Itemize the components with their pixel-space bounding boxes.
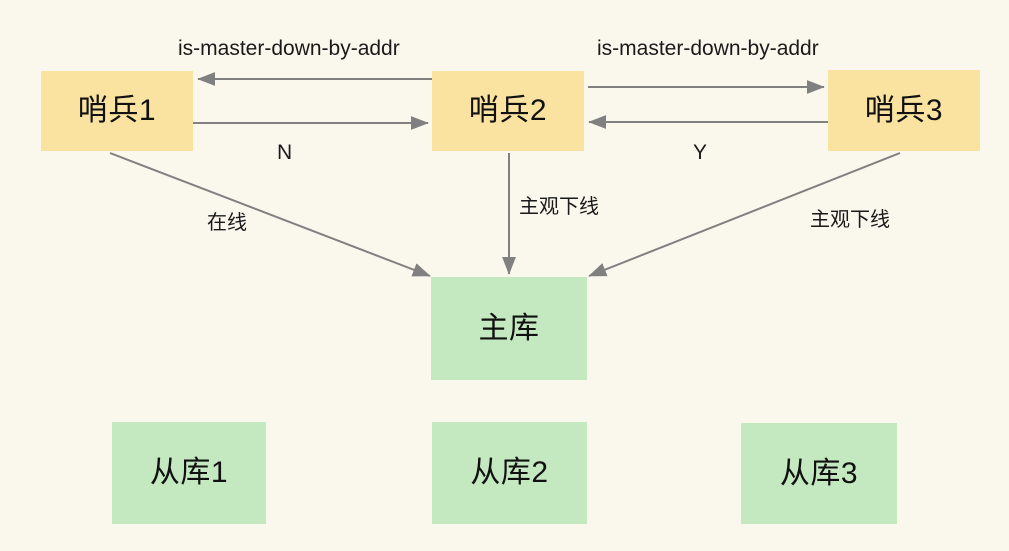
edge-label-subjective-down-right: 主观下线 bbox=[810, 209, 890, 231]
edge-label-online: 在线 bbox=[207, 212, 247, 234]
edge-label-vote-n: N bbox=[277, 141, 293, 164]
edge-label-subjective-down-center: 主观下线 bbox=[519, 196, 599, 218]
node-label-sentinel-3: 哨兵3 bbox=[864, 93, 944, 127]
edge-s1-to-master bbox=[109, 152, 431, 277]
node-slave-database-3[interactable]: 从库3 bbox=[741, 423, 897, 524]
node-sentinel-3[interactable]: 哨兵3 bbox=[828, 70, 980, 151]
node-sentinel-2[interactable]: 哨兵2 bbox=[432, 71, 584, 151]
edge-label-vote-y: Y bbox=[693, 141, 708, 164]
node-master-database[interactable]: 主库 bbox=[431, 277, 587, 380]
node-label-slave-database-2: 从库2 bbox=[470, 456, 549, 489]
node-label-slave-database-1: 从库1 bbox=[149, 456, 229, 489]
edge-label-is-master-down-by-addr-right: is-master-down-by-addr bbox=[597, 37, 819, 60]
edge-label-is-master-down-by-addr-left: is-master-down-by-addr bbox=[178, 37, 400, 60]
node-label-sentinel-1: 哨兵1 bbox=[77, 94, 157, 127]
node-slave-database-1[interactable]: 从库1 bbox=[112, 422, 266, 524]
node-label-sentinel-2: 哨兵2 bbox=[468, 94, 548, 127]
edge-s3-to-master bbox=[588, 152, 901, 277]
node-sentinel-1[interactable]: 哨兵1 bbox=[41, 71, 193, 151]
node-label-master-database: 主库 bbox=[478, 311, 540, 345]
node-slave-database-2[interactable]: 从库2 bbox=[432, 422, 587, 524]
node-label-slave-database-3: 从库3 bbox=[779, 456, 859, 490]
